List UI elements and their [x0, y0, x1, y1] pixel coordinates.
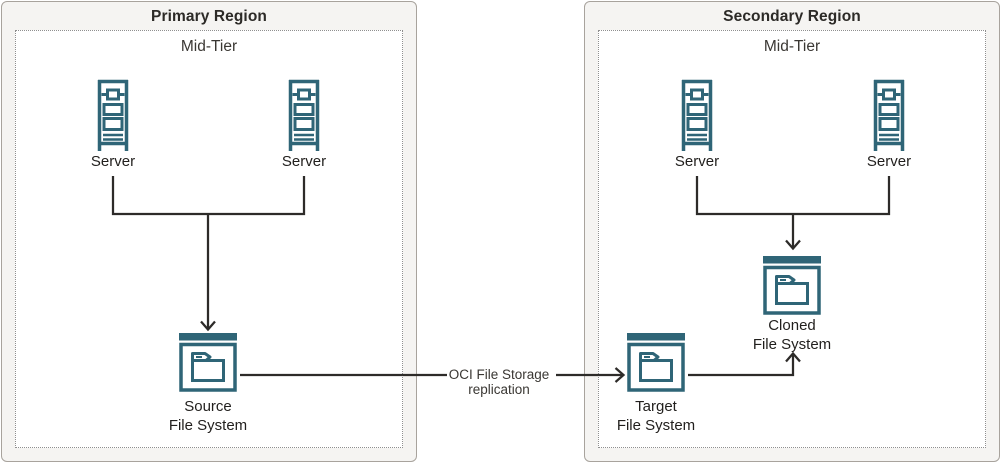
target-file-system-label-line1: Target — [635, 398, 677, 415]
source-file-system-label-line1: Source — [184, 398, 232, 415]
cloned-file-system-label-line1: Cloned — [768, 317, 816, 334]
secondary-midtier-box: Mid-Tier — [598, 30, 986, 448]
secondary-midtier-label: Mid-Tier — [763, 38, 821, 55]
server-label: Server — [866, 153, 912, 170]
target-file-system-label-line2: File System — [616, 416, 696, 434]
replication-label-line2: replication — [468, 382, 530, 397]
primary-midtier-label: Mid-Tier — [180, 38, 238, 55]
server-icon — [287, 78, 321, 151]
replication-label-line1: OCI File Storage — [448, 367, 550, 382]
server-label: Server — [90, 153, 136, 170]
source-file-system-label-line2: File System — [168, 416, 248, 434]
source-file-system-label: Source File System — [143, 398, 273, 435]
server-icon — [680, 78, 714, 151]
server-icon — [872, 78, 906, 151]
primary-region-box: Primary Region Mid-Tier — [1, 1, 417, 462]
source-file-system-icon — [179, 333, 237, 392]
server-icon — [96, 78, 130, 151]
server-label: Server — [674, 153, 720, 170]
server-label: Server — [281, 153, 327, 170]
secondary-region-box: Secondary Region Mid-Tier — [584, 1, 1000, 462]
primary-region-title: Primary Region — [151, 8, 267, 25]
secondary-region-title: Secondary Region — [723, 8, 861, 25]
cloned-file-system-icon — [763, 256, 821, 315]
target-file-system-label: Target File System — [591, 398, 721, 435]
cloned-file-system-label-line2: File System — [752, 335, 832, 353]
cloned-file-system-label: Cloned File System — [727, 317, 857, 354]
replication-label: OCI File Storage replication — [429, 367, 569, 397]
target-file-system-icon — [627, 333, 685, 392]
